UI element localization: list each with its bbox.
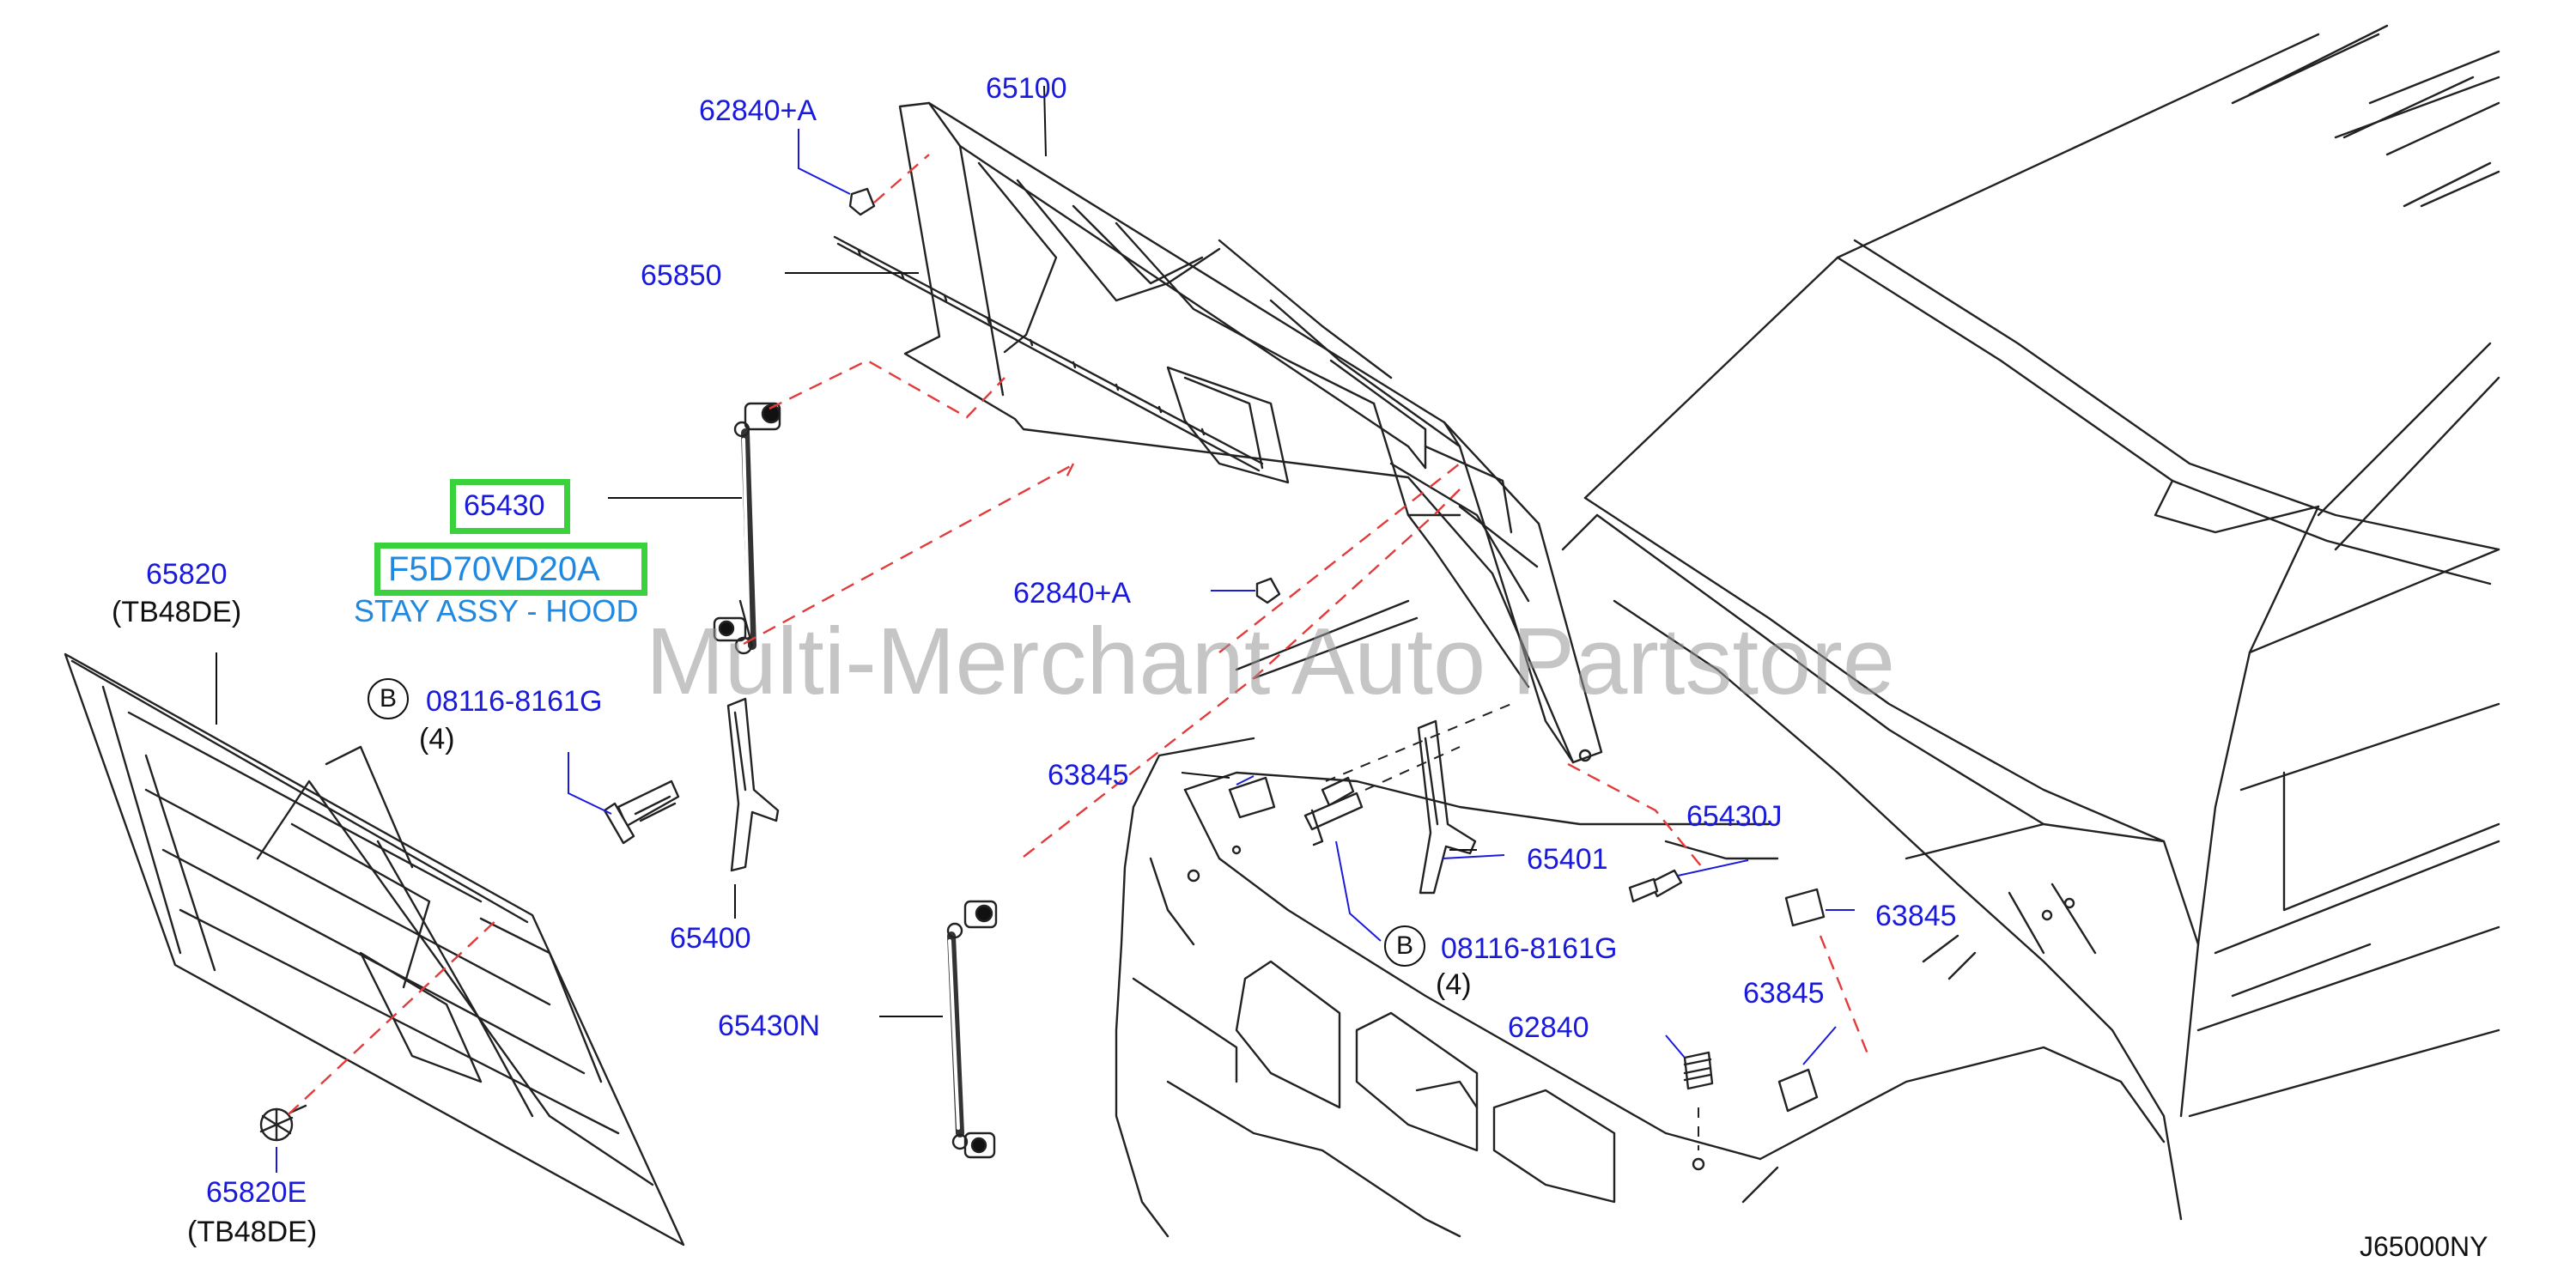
- cap-62840: [1683, 1051, 1714, 1171]
- bumper-62840a-mid: [1255, 577, 1281, 604]
- callout-62840a-top: 62840+A: [699, 94, 817, 127]
- leader-lines-blue: [276, 129, 1855, 1173]
- hood-stay-lower: [946, 900, 998, 1159]
- callout-62840a-mid: 62840+A: [1013, 577, 1132, 610]
- hood-insulator: [64, 652, 685, 1247]
- highlight-description: STAY ASSY - HOOD: [354, 593, 639, 628]
- hood-hinge-left: [726, 697, 780, 872]
- callout-63845-right: 63845: [1875, 900, 1957, 932]
- highlight-part: 65430: [464, 489, 545, 522]
- circle-b-right: B: [1384, 925, 1425, 967]
- callout-08116-right: 08116-8161G: [1441, 932, 1618, 965]
- bumper-63845-right: [1784, 888, 1826, 927]
- vehicle-body: [1115, 24, 2500, 1238]
- callout-08116-left: 08116-8161G: [426, 685, 603, 718]
- bolt-right: [1303, 776, 1364, 846]
- callout-65400: 65400: [670, 922, 751, 955]
- callout-65820e: 65820E: [206, 1176, 307, 1209]
- hood-outline: [898, 101, 1603, 764]
- circle-b-left: B: [368, 678, 409, 719]
- bolt-left: [603, 780, 680, 845]
- callout-65430n: 65430N: [718, 1010, 821, 1042]
- highlight-part-number: F5D70VD20A: [388, 550, 600, 588]
- highlight-box-part-number[interactable]: [374, 543, 647, 596]
- callout-63845-lower: 63845: [1743, 977, 1825, 1010]
- leader-lines-black: [216, 85, 1477, 1017]
- callout-65850: 65850: [641, 259, 722, 292]
- callout-08116-right-qty: (4): [1436, 968, 1472, 1001]
- clip-65820e: [259, 1104, 307, 1142]
- center-lines: [1325, 703, 1699, 1150]
- callout-65401: 65401: [1527, 843, 1608, 876]
- watermark: Multi-Merchant Auto Partstore: [646, 609, 1896, 714]
- callout-08116-left-qty: (4): [419, 723, 455, 755]
- assembly-lines: [288, 154, 1870, 1115]
- callout-62840: 62840: [1508, 1011, 1589, 1044]
- hood-stay-upper: [713, 402, 781, 655]
- clip-65430j: [1628, 869, 1683, 903]
- hood-seal-strip: [833, 235, 1264, 472]
- callout-65820e-note: (TB48DE): [187, 1216, 318, 1248]
- bumper-63845-lower: [1777, 1068, 1819, 1113]
- callout-65820-note: (TB48DE): [112, 596, 242, 628]
- callout-65100: 65100: [986, 72, 1067, 105]
- bumper-63845-left: [1228, 776, 1276, 819]
- callout-65820: 65820: [146, 558, 228, 591]
- highlight-box-part[interactable]: [450, 479, 570, 534]
- callout-65430j: 65430J: [1686, 800, 1783, 833]
- bumper-62840a-top: [848, 187, 876, 216]
- diagram-code: J65000NY: [2360, 1231, 2488, 1262]
- callout-63845-left: 63845: [1048, 759, 1129, 792]
